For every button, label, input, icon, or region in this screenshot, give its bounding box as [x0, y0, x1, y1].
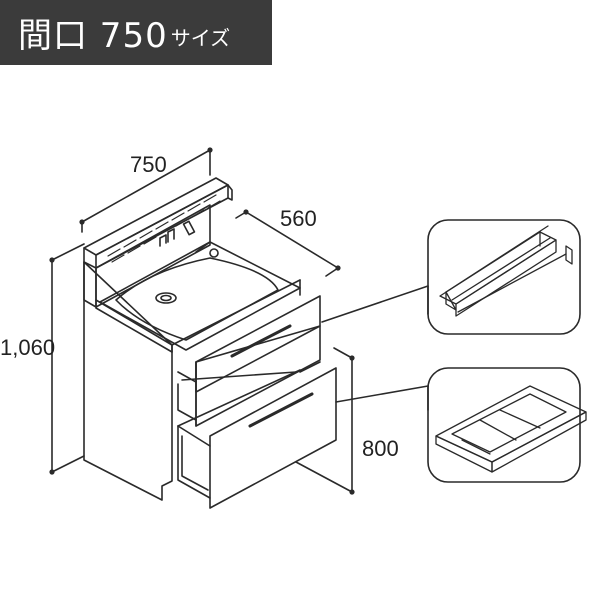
size-title: 間口 750 [18, 16, 168, 56]
cabinet-body [83, 261, 301, 501]
sink-basin [99, 241, 301, 351]
depth-dimension-label: 560 [280, 206, 317, 231]
size-title-suffix: サイズ [170, 26, 231, 50]
upper-tray-callout [321, 219, 581, 335]
height-dimension-label: 1,060 [0, 335, 55, 360]
upper-drawer [177, 295, 321, 427]
lower-drawer [177, 367, 337, 509]
depth-dimension-line [235, 209, 341, 277]
height-dimension-line [49, 243, 85, 475]
width-dimension-label: 750 [130, 152, 167, 177]
faucet-icon [159, 220, 196, 247]
counter-height-dimension-label: 800 [362, 436, 399, 461]
counter-height-dimension-line [295, 347, 355, 495]
backsplash-shelf [83, 177, 233, 308]
lower-tray-callout [335, 367, 587, 483]
size-title-banner: 間口 750 サイズ [0, 0, 272, 65]
width-dimension-line [79, 147, 213, 233]
